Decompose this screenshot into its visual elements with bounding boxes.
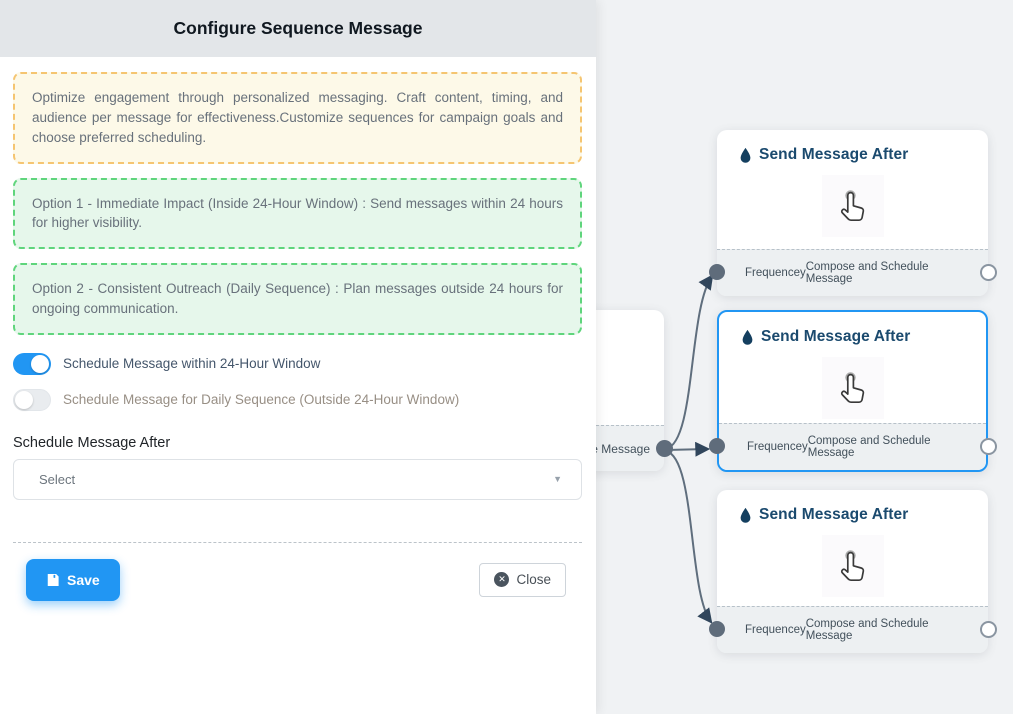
toggle-daily-sequence[interactable] xyxy=(13,388,51,411)
footer-frequency-label[interactable]: Frequencey xyxy=(745,267,806,279)
toggle-daily-sequence-label: Schedule Message for Daily Sequence (Out… xyxy=(63,392,460,408)
node-title-label: Send Message After xyxy=(759,146,909,163)
toggle-knob xyxy=(15,391,33,410)
node-title-label: Send Message After xyxy=(759,506,909,523)
partial-footer-label: ce Message xyxy=(585,441,650,456)
info-note: Optimize engagement through personalized… xyxy=(13,72,582,164)
toggle-row-24-hour: Schedule Message within 24-Hour Window xyxy=(13,352,582,375)
node-title-label: Send Message After xyxy=(761,328,911,345)
floppy-disk-icon xyxy=(47,573,59,586)
circle-x-icon: ✕ xyxy=(494,572,510,588)
target-handle[interactable] xyxy=(709,621,725,637)
option-1-note: Option 1 - Immediate Impact (Inside 24-H… xyxy=(13,177,582,250)
select-value: Select xyxy=(39,471,76,487)
toggle-group: Schedule Message within 24-Hour Window S… xyxy=(13,352,582,411)
flow-node-send-message-2-selected[interactable]: Send Message After Frequencey Compose an… xyxy=(709,310,997,472)
close-button[interactable]: ✕ Close xyxy=(479,562,566,597)
node-footer: Frequencey Compose and Schedule Message xyxy=(719,423,986,470)
tap-hand-icon xyxy=(821,535,884,597)
footer-divider xyxy=(13,541,582,543)
node-title: Send Message After xyxy=(739,506,988,524)
toggle-knob xyxy=(31,354,49,373)
close-button-label: Close xyxy=(516,572,551,588)
footer-frequency-label[interactable]: Frequencey xyxy=(745,624,806,636)
source-handle[interactable] xyxy=(980,621,997,638)
droplet-icon xyxy=(740,507,751,523)
schedule-after-label: Schedule Message After xyxy=(13,434,171,451)
source-handle[interactable] xyxy=(656,440,673,457)
actions-row: Save ✕ Close xyxy=(13,543,582,601)
toggle-row-daily-sequence: Schedule Message for Daily Sequence (Out… xyxy=(13,388,582,411)
node-footer: Frequencey Compose and Schedule Message xyxy=(717,606,988,653)
panel-header: Configure Sequence Message xyxy=(0,0,596,57)
tap-hand-icon xyxy=(821,175,884,237)
save-button[interactable]: Save xyxy=(26,558,120,601)
toggle-24-hour-window[interactable] xyxy=(13,352,51,375)
droplet-icon xyxy=(740,147,751,163)
source-handle[interactable] xyxy=(980,264,997,281)
footer-frequency-label[interactable]: Frequencey xyxy=(747,441,808,453)
source-handle[interactable] xyxy=(980,438,997,455)
flow-node-send-message-3[interactable]: Send Message After Frequencey Compose an… xyxy=(709,490,997,653)
target-handle[interactable] xyxy=(709,438,725,454)
footer-compose-label[interactable]: Compose and Schedule Message xyxy=(805,261,929,285)
droplet-icon xyxy=(742,329,753,345)
schedule-after-select[interactable]: Select ▼ xyxy=(13,458,582,500)
edge-to-node-3 xyxy=(665,450,713,624)
panel-body: Optimize engagement through personalized… xyxy=(0,57,596,601)
page-title: Configure Sequence Message xyxy=(173,18,423,38)
toggle-24-hour-label: Schedule Message within 24-Hour Window xyxy=(63,356,321,372)
target-handle[interactable] xyxy=(709,264,725,280)
save-button-label: Save xyxy=(67,571,100,588)
footer-compose-label[interactable]: Compose and Schedule Message xyxy=(807,435,931,459)
node-title: Send Message After xyxy=(741,328,986,346)
flow-canvas[interactable]: ce Message Send Message After Frequencey… xyxy=(536,0,1013,714)
flow-node-send-message-1[interactable]: Send Message After Frequencey Compose an… xyxy=(709,130,997,296)
node-footer: Frequencey Compose and Schedule Message xyxy=(717,249,988,296)
caret-down-icon: ▼ xyxy=(553,474,562,485)
configure-sequence-panel: Configure Sequence Message Optimize enga… xyxy=(0,0,596,714)
option-2-note: Option 2 - Consistent Outreach (Daily Se… xyxy=(13,263,582,335)
edge-to-node-1 xyxy=(665,274,714,450)
tap-hand-icon xyxy=(821,357,884,419)
footer-compose-label[interactable]: Compose and Schedule Message xyxy=(805,618,929,642)
node-title: Send Message After xyxy=(739,146,988,164)
